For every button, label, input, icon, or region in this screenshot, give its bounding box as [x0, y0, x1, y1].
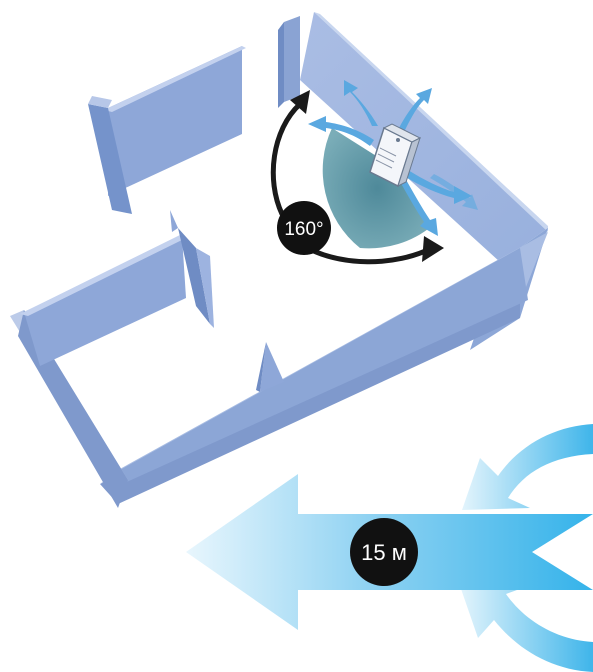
upper-left-partition-top [104, 46, 246, 112]
back-right-wall-edge [314, 12, 548, 232]
front-wall [100, 302, 520, 504]
back-right-wall [300, 12, 548, 262]
upper-left-end-face [88, 96, 112, 108]
upper-left-partition [108, 46, 242, 196]
room [10, 12, 548, 508]
top-pillar-face [278, 22, 284, 108]
floor-fin [260, 342, 284, 392]
airflow-arrow-icon [398, 176, 438, 236]
range-badge: 15 м [350, 518, 418, 586]
airflow-arrow-icon [460, 586, 593, 672]
airflow-arrow-icon [344, 80, 378, 126]
device-airflow-arrows [308, 80, 478, 236]
airflow-arrow-icon [398, 88, 432, 132]
rotation-arrow-heads [290, 90, 444, 262]
range-badge-label: 15 м [361, 540, 407, 565]
airflow-arrow-icon [462, 424, 593, 510]
angle-badge: 160° [277, 201, 331, 255]
coverage-sector [322, 128, 432, 249]
airflow-arrow-icon [404, 170, 472, 204]
middle-left-partition-top [20, 234, 186, 316]
middle-left-partition [24, 236, 186, 366]
top-pillar [284, 16, 300, 102]
partition-notch [170, 210, 178, 232]
coverage-sector-group [322, 128, 432, 249]
air-purifier-device-icon [369, 123, 422, 188]
floor-fin-shade [256, 342, 266, 392]
front-wall-face [108, 248, 528, 486]
airflow-arrow-icon [308, 116, 374, 146]
airflow-arrow-icon [430, 174, 478, 210]
angle-badge-label: 160° [284, 219, 323, 240]
middle-pillar [178, 228, 210, 324]
upper-left-end-cap [88, 104, 132, 214]
middle-pillar-face [196, 248, 214, 328]
